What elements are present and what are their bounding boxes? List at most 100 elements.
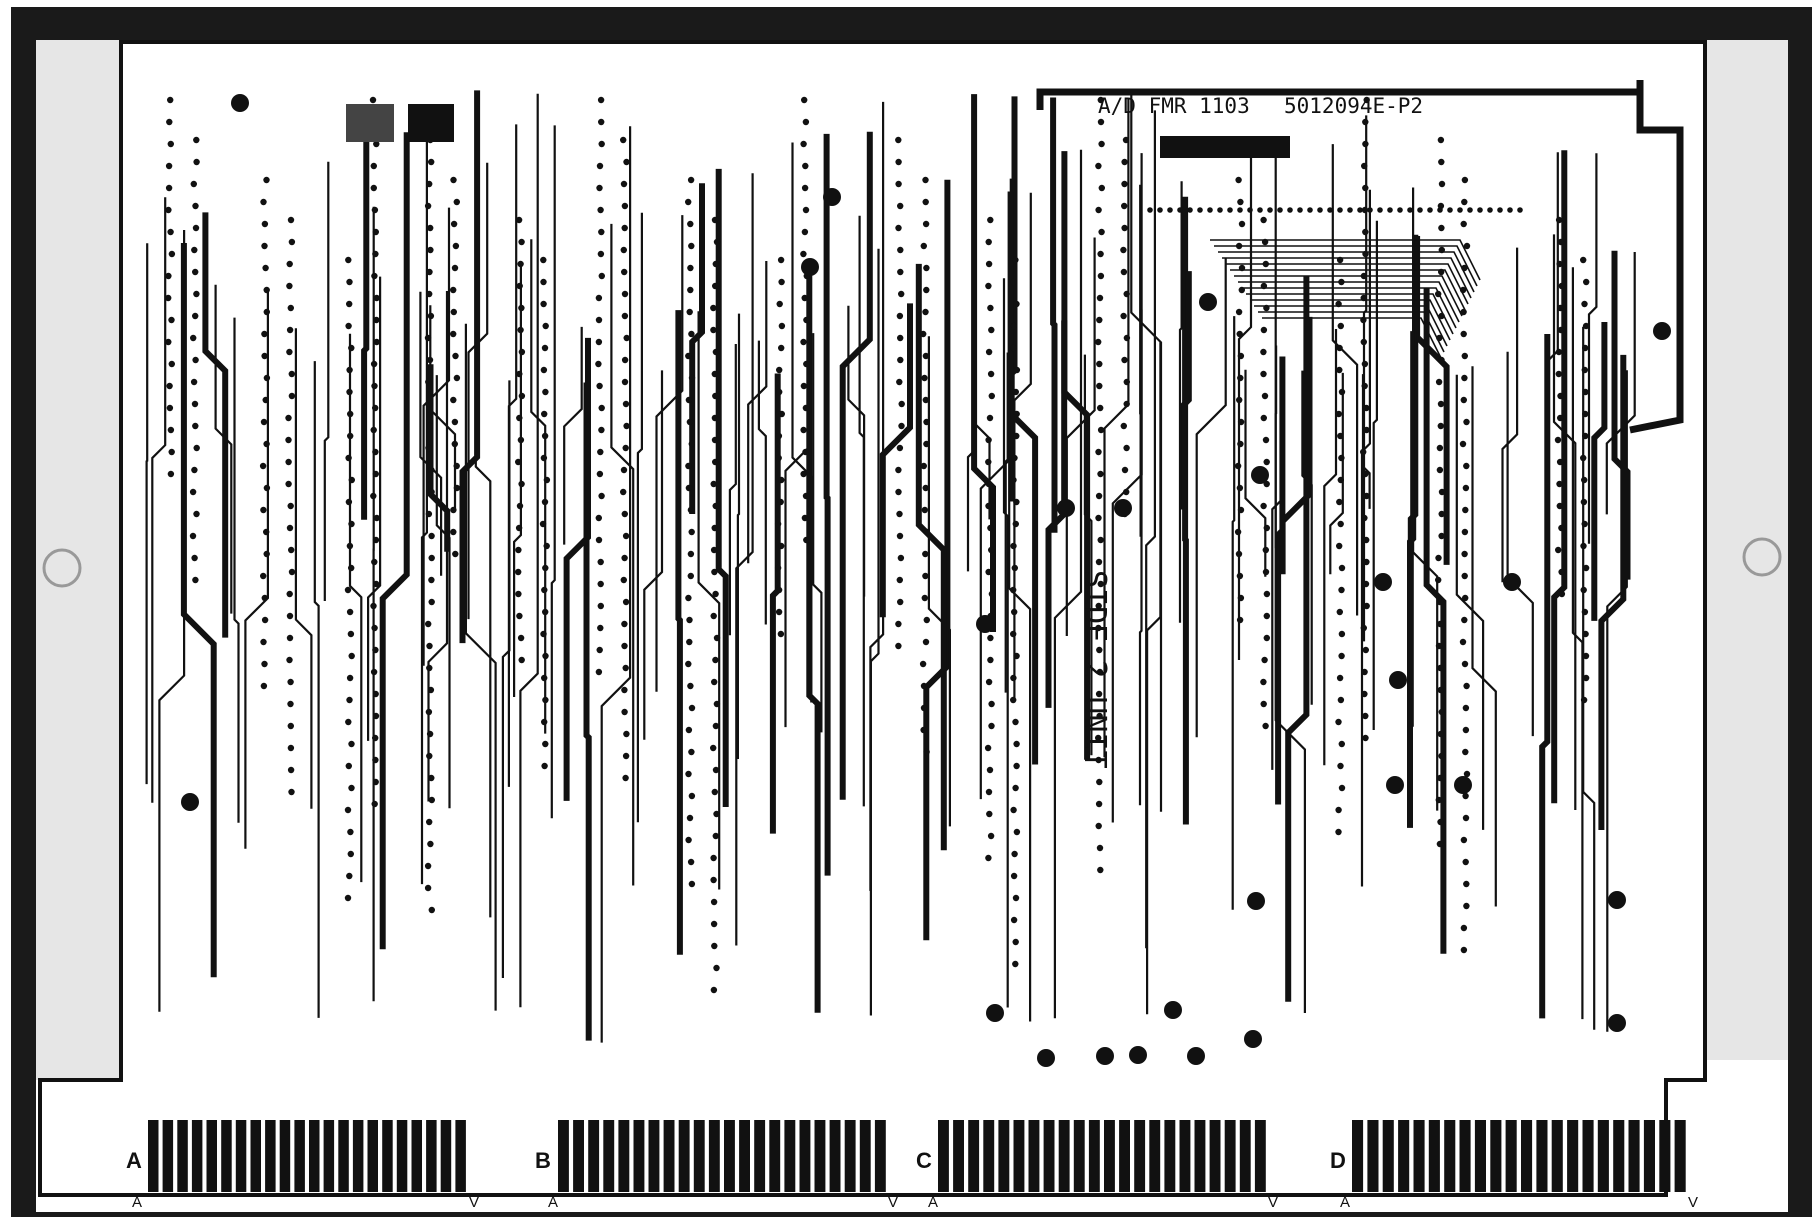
solder-pad	[518, 348, 526, 356]
solder-pad	[987, 216, 994, 224]
copper-trace	[643, 370, 664, 740]
connector-finger	[440, 1120, 452, 1192]
connector-finger	[724, 1120, 735, 1192]
solder-pad	[1581, 520, 1588, 528]
copper-trace	[1372, 220, 1378, 730]
solder-pad	[348, 740, 355, 748]
solder-pad	[623, 730, 630, 738]
connector-finger	[191, 1120, 203, 1192]
solder-pad	[710, 854, 717, 862]
copper-trace	[1323, 329, 1338, 766]
connector-finger	[1088, 1120, 1100, 1192]
solder-pad	[450, 220, 458, 228]
solder-pad	[711, 216, 719, 224]
connector-finger	[1490, 1120, 1502, 1192]
solder-pad	[1097, 272, 1105, 280]
connector-finger	[588, 1120, 600, 1192]
solder-pad	[776, 300, 783, 308]
solder-pad	[1555, 546, 1562, 554]
connector-finger	[1582, 1120, 1594, 1192]
copper-trace	[1539, 334, 1551, 1019]
solder-pad	[685, 352, 692, 360]
solder-pad	[372, 250, 379, 258]
copper-trace	[757, 340, 767, 625]
solder-pad	[1237, 440, 1244, 448]
solder-pad	[800, 426, 807, 434]
solder-pad	[711, 568, 718, 576]
solder-pad	[348, 784, 355, 792]
connector-finger	[309, 1120, 320, 1192]
solder-pad	[1237, 207, 1243, 213]
solder-pad	[193, 136, 200, 144]
solder-pad	[1463, 902, 1470, 910]
solder-pad	[286, 348, 293, 356]
solder-pad	[1123, 290, 1130, 298]
copper-trace	[636, 212, 643, 823]
solder-pad	[541, 498, 549, 506]
solder-pad	[922, 638, 930, 646]
solder-pad	[426, 730, 434, 738]
solder-pad	[920, 242, 927, 250]
connector-finger	[1413, 1120, 1425, 1192]
solder-pad	[452, 352, 459, 360]
connector-finger	[294, 1120, 305, 1192]
via-pad	[1247, 892, 1265, 910]
solder-pad	[598, 118, 605, 126]
solder-pad	[427, 224, 434, 232]
solder-pad	[922, 550, 929, 558]
solder-pad	[517, 436, 525, 444]
solder-pad	[1460, 396, 1468, 404]
solder-pad	[921, 506, 928, 514]
solder-pad	[1556, 458, 1564, 466]
solder-pad	[1462, 484, 1470, 492]
solder-pad	[344, 806, 352, 814]
solder-pad	[346, 674, 354, 682]
copper-trace	[1050, 97, 1058, 533]
solder-pad	[985, 854, 992, 862]
solder-pad	[1121, 180, 1128, 188]
solder-pad	[1497, 207, 1503, 213]
scan-frame	[11, 7, 1812, 1217]
solder-pad	[1096, 712, 1103, 720]
solder-pad	[1261, 656, 1268, 664]
solder-pad	[263, 484, 271, 492]
solder-pad	[372, 756, 379, 764]
solder-pad	[802, 118, 810, 126]
solder-pad	[369, 96, 377, 104]
solder-pad	[425, 708, 433, 716]
solder-pad	[1095, 448, 1102, 456]
via-pad	[1653, 322, 1671, 340]
solder-pad	[1096, 294, 1104, 302]
solder-pad	[193, 158, 200, 166]
pad-layer	[165, 94, 1671, 1067]
copper-trace	[1360, 189, 1371, 887]
copper-trace	[923, 179, 951, 941]
solder-pad	[896, 378, 903, 386]
solder-pad	[192, 268, 199, 276]
solder-pad	[897, 202, 904, 210]
solder-pad	[598, 228, 605, 236]
solder-pad	[988, 392, 995, 400]
solder-pad	[895, 224, 902, 232]
connector-finger	[1398, 1120, 1410, 1192]
solder-pad	[685, 770, 692, 778]
solder-pad	[1582, 564, 1590, 572]
copper-trace	[610, 223, 635, 886]
solder-pad	[1097, 580, 1105, 588]
solder-pad	[1462, 792, 1469, 800]
solder-pad	[1438, 488, 1446, 496]
solder-pad	[801, 96, 808, 104]
copper-trace	[1231, 316, 1236, 910]
solder-pad	[923, 264, 930, 272]
copper-trace	[563, 326, 583, 545]
solder-pad	[1237, 352, 1245, 360]
solder-pad	[1234, 528, 1242, 536]
solder-pad	[711, 436, 719, 444]
solder-pad	[896, 532, 904, 540]
copper-trace	[823, 133, 831, 876]
solder-pad	[1123, 378, 1131, 386]
copper-trace	[971, 94, 996, 632]
bus-trace	[1238, 281, 1460, 323]
copper-trace	[474, 122, 492, 918]
solder-pad	[1437, 136, 1445, 144]
